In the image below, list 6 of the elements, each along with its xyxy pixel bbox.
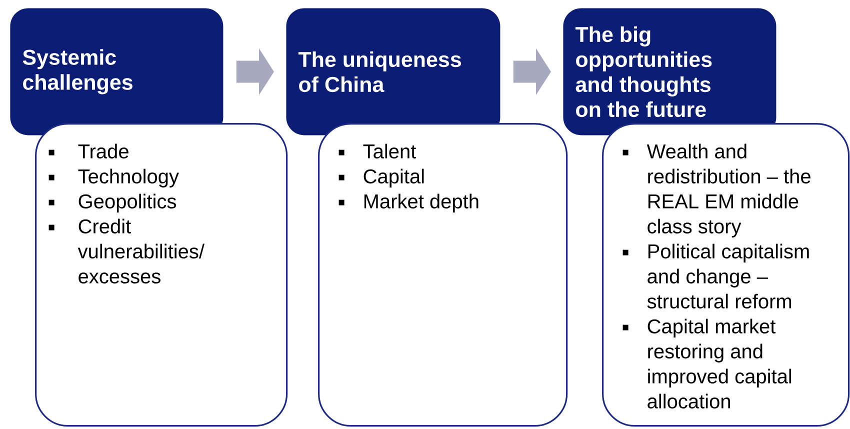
header-box: The big opportunities and thoughts on the future: [563, 8, 776, 136]
bullet-list-box: Talent Capital Market depth: [318, 123, 568, 427]
header-box: Systemic challenges: [10, 8, 224, 136]
header-box: The uniqueness of China: [286, 8, 500, 136]
bullet-list-box: Wealth and redistribution – the REAL EM middle class story Political capitalism and change – structural reform Capital market restoring and improved capital allocation: [602, 123, 850, 427]
bullet-list-box: Trade Technology Geopolitics Credit vulnerabilities/ excesses: [35, 123, 288, 427]
